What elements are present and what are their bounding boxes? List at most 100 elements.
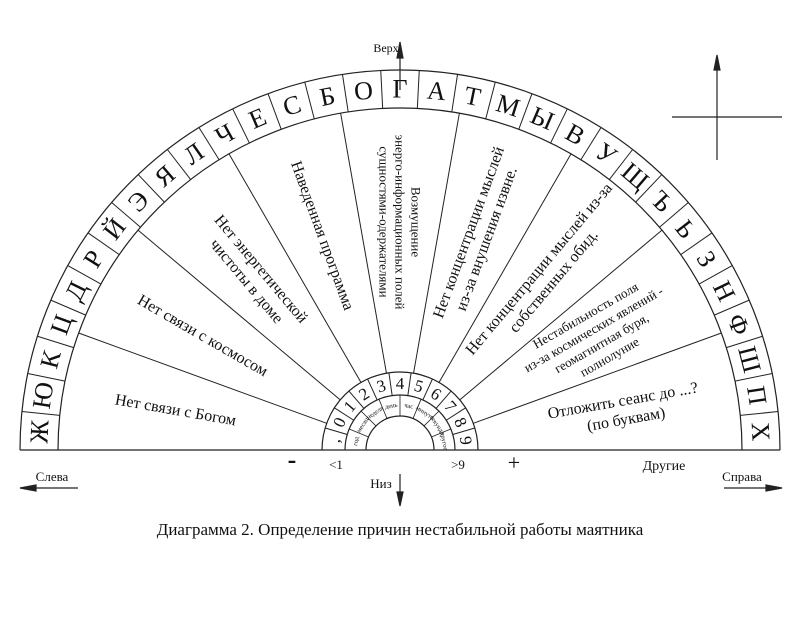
digit-cell: 5 [412, 376, 426, 397]
unit-divider [423, 410, 440, 427]
letter-cell: Г [392, 75, 407, 104]
sector-label-line: энерго-информационных полей [393, 134, 408, 309]
down-arrow-head [396, 491, 404, 507]
letter-divider [87, 232, 120, 256]
cross-arrow-head [713, 54, 721, 71]
axis-left-label: Слева [36, 469, 69, 484]
letter-cell: А [426, 75, 448, 106]
digit-ring-outer-arc [321, 371, 479, 451]
sector-label: Нет связи с Богом [114, 391, 238, 429]
letter-cell: З [691, 246, 723, 272]
letter-cell: Б [317, 81, 337, 112]
axis-right-label: Справа [722, 469, 762, 484]
less-than-one-label: <1 [329, 457, 343, 472]
minus-sign: - [288, 445, 297, 474]
letter-cell: Ш [732, 343, 767, 376]
letter-cell: Ъ [645, 185, 679, 218]
letter-divider [550, 108, 568, 144]
letter-cell: Ю [27, 380, 60, 411]
digit-divider [422, 378, 433, 401]
unit-cell: день [384, 402, 398, 411]
letter-divider [341, 74, 349, 113]
sector-label-line: Нет связи с Богом [114, 391, 238, 429]
letter-cell: Д [59, 276, 93, 305]
sector-label: Нет связи с космосом [134, 292, 270, 380]
unit-divider [349, 428, 369, 438]
letter-cell: Ц [45, 311, 79, 339]
sector-label: Наведенная программа [287, 159, 357, 313]
sector-label: Отложить сеанс до ...?(по буквам) [546, 379, 699, 435]
unit-divider [360, 410, 377, 427]
letter-divider [380, 70, 384, 109]
sector-label-line: сущностями-одержателями [377, 146, 392, 297]
letter-cell: С [279, 89, 304, 122]
letter-divider [198, 127, 220, 161]
letter-cell: Н [707, 276, 741, 306]
sector-divider [473, 332, 722, 424]
letter-divider [137, 174, 165, 203]
axis-top-label: Верх [373, 41, 398, 55]
letter-cell: Л [178, 137, 209, 171]
letter-cell: Р [78, 245, 110, 273]
letter-divider [451, 74, 459, 113]
sector-label-line: Возмущение [409, 187, 424, 258]
sector-divider [438, 153, 572, 383]
letter-divider [608, 149, 633, 180]
letter-divider [726, 335, 763, 349]
sector-divider [78, 332, 327, 424]
letter-cell: Е [245, 102, 271, 135]
letter-divider [635, 174, 663, 203]
figure-caption: Диаграмма 2. Определение причин нестабил… [156, 520, 644, 539]
letter-cell: Ж [24, 419, 54, 444]
right-arrow-head [765, 484, 783, 492]
letter-divider [167, 149, 192, 180]
digit-cell: 9 [456, 435, 476, 446]
letter-cell: Х [746, 422, 776, 442]
digit-divider [445, 407, 466, 421]
digit-divider [334, 407, 355, 421]
letter-cell: М [493, 88, 524, 123]
digit-cell: 3 [375, 376, 389, 397]
unit-divider [378, 399, 388, 419]
digit-divider [452, 427, 475, 435]
unit-divider [412, 399, 422, 419]
letter-divider [21, 411, 60, 416]
letter-divider [714, 299, 750, 316]
digit-cell: 4 [396, 374, 405, 393]
letter-cell: Ч [210, 118, 239, 152]
plus-sign: + [508, 450, 520, 475]
letter-cell: К [34, 347, 67, 372]
letter-divider [485, 82, 496, 120]
digit-divider [407, 372, 412, 396]
up-arrow-head [396, 41, 404, 59]
greater-than-nine-label: >9 [451, 457, 465, 472]
letter-ring-arc [57, 107, 743, 451]
letter-cell: Ы [526, 100, 558, 136]
letter-divider [111, 202, 141, 228]
letter-cell: О [353, 75, 375, 106]
letter-divider [267, 93, 282, 130]
digit-cell: , [324, 437, 343, 444]
letter-divider [740, 411, 779, 416]
letter-cell: Ф [721, 310, 755, 339]
letter-divider [698, 265, 733, 285]
digit-cell: 0 [329, 415, 350, 431]
letter-divider [734, 373, 773, 382]
digit-divider [325, 427, 348, 435]
letter-cell: Я [149, 159, 181, 192]
letter-divider [37, 335, 74, 349]
digit-divider [348, 390, 365, 409]
sector-label-line: Наведенная программа [287, 159, 357, 313]
digit-divider [367, 378, 378, 401]
letter-cell: П [741, 384, 773, 407]
letter-divider [50, 299, 86, 316]
letter-divider [27, 373, 66, 382]
letter-divider [518, 93, 533, 130]
unit-cell: год [352, 436, 361, 447]
other-label: Другие [643, 459, 686, 474]
letter-divider [232, 108, 250, 144]
letter-cell: В [561, 117, 590, 151]
